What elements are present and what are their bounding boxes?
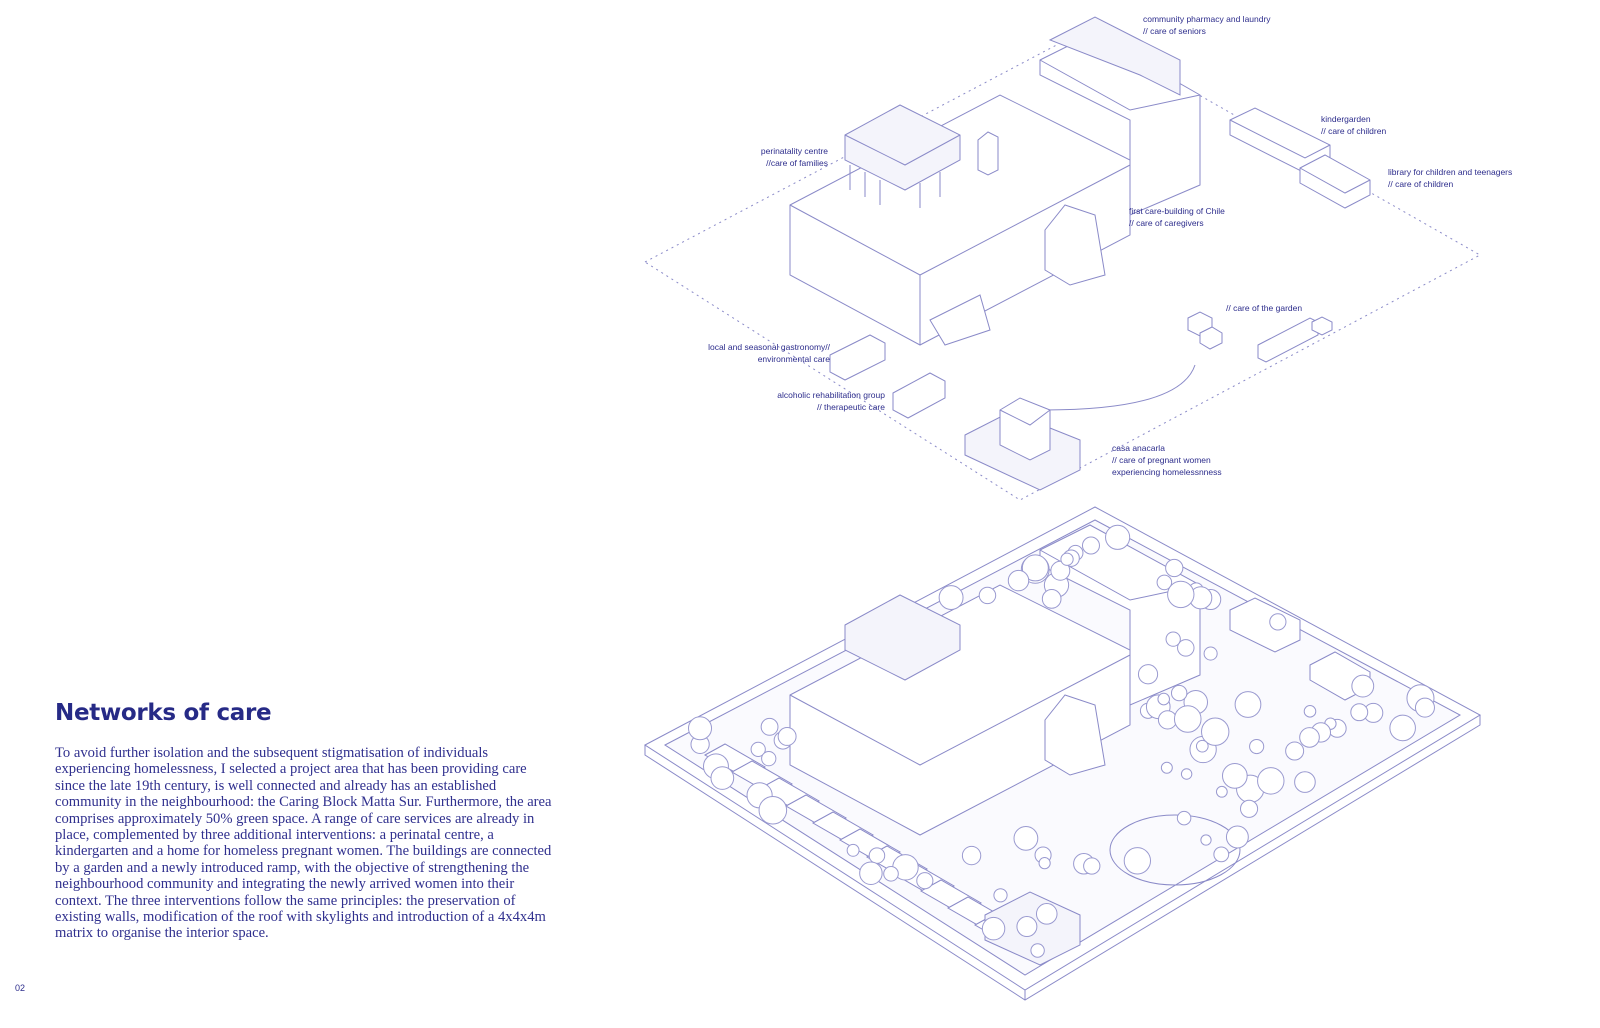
tree [1035,903,1058,925]
tree [859,861,883,885]
tree [1041,589,1062,609]
page-title: Networks of care [55,700,272,726]
tree [1137,664,1159,685]
label-gastronomy: local and seasonal gastronomy//environme… [708,342,830,364]
tree [978,586,997,605]
tree [993,888,1008,903]
label-garden: // care of the garden [1226,303,1303,313]
building-main [789,94,1131,346]
tree [1007,569,1030,592]
tree [1213,846,1230,863]
building-main [789,584,1131,836]
tree [1180,768,1193,780]
tree [1389,714,1416,742]
label-rehab: alcoholic rehabilitation group// therape… [777,390,885,412]
label-kindergarden: kindergarden// care of children [1321,114,1387,136]
tree [1200,834,1212,846]
tree [1165,558,1184,578]
tree [1201,717,1230,746]
site-axonometric [644,506,1482,1001]
tree [1414,697,1435,718]
exploded-axonometric [644,16,1482,501]
site-outline-dotted [644,29,1482,501]
building-chapel [1044,694,1106,776]
tree [868,847,886,864]
building-chimney [977,131,999,176]
tree [687,716,713,741]
tree [1269,613,1287,631]
tree [1350,703,1369,722]
tree [1257,767,1285,795]
building-chapel [1044,204,1106,286]
tree [1016,916,1038,938]
tree [758,795,788,825]
tree [1030,943,1045,958]
label-first-care-building: first care-building of Chile// care of c… [1129,206,1225,228]
building-kindergarden [1229,597,1301,653]
garden-circle [1109,814,1241,886]
tree [777,726,797,746]
tree [1215,785,1228,798]
building-pharmacy [1048,16,1181,96]
tree [1294,771,1316,793]
tree [1160,761,1173,774]
body-paragraph: To avoid further isolation and the subse… [55,745,552,942]
building-library [1299,154,1371,209]
tree [1038,857,1051,870]
tree [1157,692,1171,706]
tree [1195,739,1209,753]
tree [1156,574,1173,591]
tree [761,750,777,767]
tree [981,916,1006,941]
tree [938,585,964,611]
tree [1234,691,1262,718]
tree [1299,727,1320,748]
tree [1303,705,1317,718]
tree [1203,646,1218,661]
tree [1050,560,1071,581]
tree [1351,674,1375,698]
building-rehab [892,372,946,419]
tree [760,717,779,736]
tree [1170,684,1188,702]
tree [1177,639,1195,657]
tree [1173,705,1202,733]
tree [1176,810,1192,826]
building-gastronomy [829,334,886,381]
tree [1221,763,1248,789]
tree [1083,857,1101,875]
tree [1060,552,1074,566]
tree [1157,710,1178,730]
tree [1081,536,1100,555]
tree [1105,524,1131,550]
tree [1225,825,1249,849]
tree [1013,825,1039,851]
tree [1239,799,1259,818]
tree [1167,580,1195,609]
tree [883,865,899,882]
tree [1285,741,1305,761]
label-perinatality: perinatality centre//care of families [760,146,828,168]
ramp [1044,364,1196,411]
tree [750,741,766,757]
building-garden-shed-4 [1311,316,1333,336]
trees [687,524,1435,958]
tree [710,766,735,790]
building-garden-shed-2 [1199,326,1223,350]
building-perinatal [844,594,961,681]
tree [1249,738,1265,755]
label-library: library for children and teenagers// car… [1388,167,1513,189]
tree [1165,631,1181,647]
tree [961,845,982,866]
building-perinatal [844,104,961,191]
label-pharmacy: community pharmacy and laundry// care of… [1143,14,1271,36]
tree [846,843,860,857]
building-garden-shed-3 [1257,317,1319,363]
tree [1021,554,1049,582]
building-annex [929,294,991,346]
tree [916,872,934,890]
page-number: 02 [15,983,26,993]
tree [1123,847,1152,875]
